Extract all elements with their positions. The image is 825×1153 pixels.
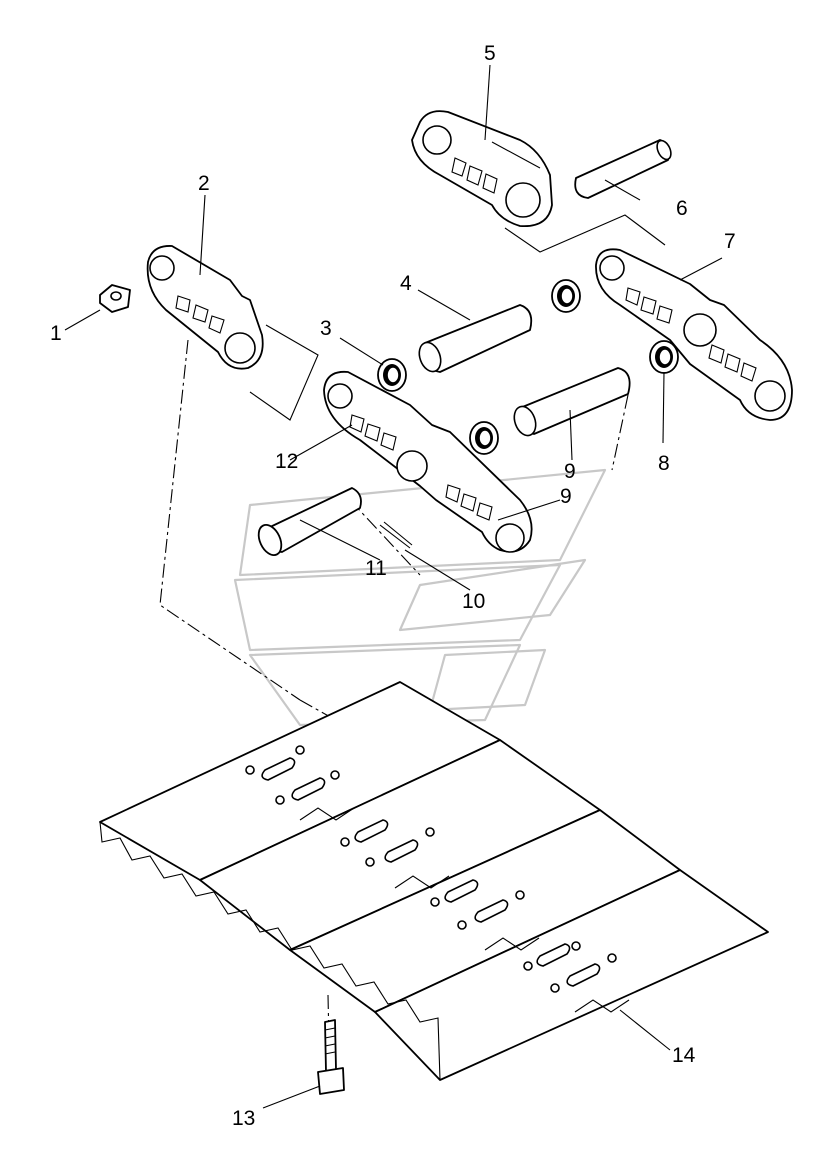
- callout-7: 7: [724, 230, 736, 253]
- callout-12: 12: [275, 450, 298, 473]
- callout-13: 13: [232, 1107, 255, 1130]
- lower-seal-ring: [469, 421, 499, 455]
- callout-3: 3: [320, 317, 332, 340]
- callout-10: 10: [462, 590, 485, 613]
- part-1-nut: [99, 284, 131, 313]
- callout-8: 8: [658, 452, 670, 475]
- part-9-bushing: [513, 367, 631, 437]
- callout-9-lower: 9: [560, 485, 572, 508]
- callout-1: 1: [50, 322, 62, 345]
- part-4-bushing: [418, 304, 533, 373]
- part-6-pin: [574, 139, 672, 199]
- assembly-outlines: [249, 214, 666, 421]
- part-3-seal: [377, 358, 407, 392]
- callout-6: 6: [676, 197, 688, 220]
- part-2-link: [146, 245, 264, 370]
- part-13-bolt: [317, 1019, 345, 1095]
- callouts: 1 2 3 4 5 6 7 8 9 9 10 11 12 13 14: [50, 42, 736, 1130]
- part-5-link: [411, 110, 553, 228]
- part-11-pin: [257, 487, 362, 557]
- callout-14: 14: [672, 1044, 696, 1067]
- callout-4: 4: [400, 272, 412, 295]
- part-10-springpin: [379, 521, 413, 549]
- part-12-link: [323, 370, 533, 553]
- watermark-logo: [233, 468, 607, 727]
- part-14-track-shoes: [99, 681, 769, 1081]
- upper-seal-ring: [551, 279, 581, 313]
- callout-2: 2: [198, 172, 210, 195]
- part-7-link: [595, 248, 793, 421]
- part-8-seal: [649, 340, 679, 374]
- callout-11: 11: [365, 557, 387, 580]
- callout-5: 5: [484, 42, 496, 65]
- callout-9-upper: 9: [564, 460, 576, 483]
- leader-lines: [64, 64, 723, 1109]
